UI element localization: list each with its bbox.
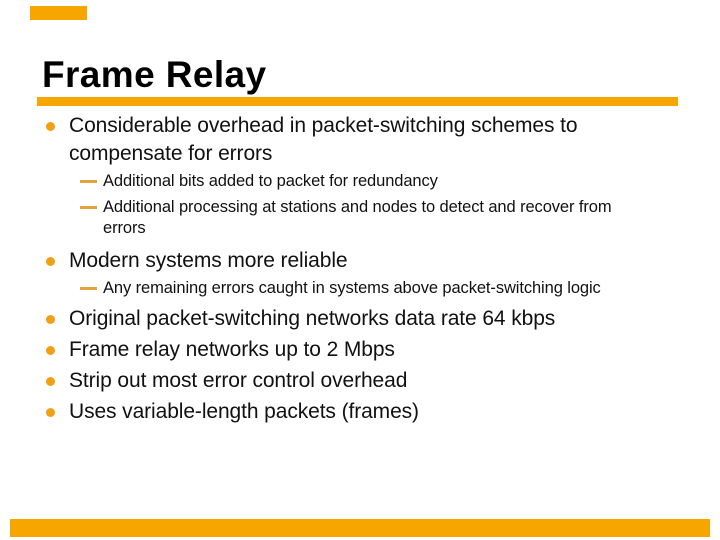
bullet-text: Strip out most error control overhead bbox=[69, 369, 408, 392]
bullet-text: Original packet-switching networks data … bbox=[69, 307, 556, 330]
bullet-text: Additional processing at stations and no… bbox=[103, 198, 612, 237]
top-left-accent-bar bbox=[30, 6, 87, 20]
bullet-dot-icon bbox=[46, 408, 55, 417]
title-underline-rule bbox=[37, 97, 678, 106]
bullet-dot-icon bbox=[46, 257, 55, 266]
bottom-accent-bar bbox=[10, 519, 710, 537]
bullet-text: Any remaining errors caught in systems a… bbox=[103, 279, 601, 297]
bullet-list: Considerable overhead in packet-switchin… bbox=[0, 112, 700, 426]
list-item: Uses variable-length packets (frames) bbox=[0, 398, 669, 426]
list-item: Additional processing at stations and no… bbox=[0, 197, 623, 239]
bullet-dot-icon bbox=[46, 315, 55, 324]
list-item: Any remaining errors caught in systems a… bbox=[0, 278, 623, 299]
dash-icon bbox=[80, 287, 97, 290]
bullet-dot-icon bbox=[46, 346, 55, 355]
dash-icon bbox=[80, 180, 97, 183]
bullet-dot-icon bbox=[46, 122, 55, 131]
dash-icon bbox=[80, 206, 97, 209]
bullet-text: Frame relay networks up to 2 Mbps bbox=[69, 338, 395, 361]
bullet-text: Uses variable-length packets (frames) bbox=[69, 400, 419, 423]
bullet-dot-icon bbox=[46, 377, 55, 386]
list-item: Strip out most error control overhead bbox=[0, 367, 669, 395]
bullet-text: Additional bits added to packet for redu… bbox=[103, 172, 438, 190]
page-title: Frame Relay bbox=[42, 54, 267, 95]
list-item: Considerable overhead in packet-switchin… bbox=[0, 112, 669, 168]
list-item: Additional bits added to packet for redu… bbox=[0, 171, 623, 192]
bullet-text: Considerable overhead in packet-switchin… bbox=[69, 114, 578, 165]
list-item: Modern systems more reliable bbox=[0, 247, 669, 275]
bullet-text: Modern systems more reliable bbox=[69, 249, 348, 272]
list-item: Original packet-switching networks data … bbox=[0, 305, 669, 333]
list-item: Frame relay networks up to 2 Mbps bbox=[0, 336, 669, 364]
